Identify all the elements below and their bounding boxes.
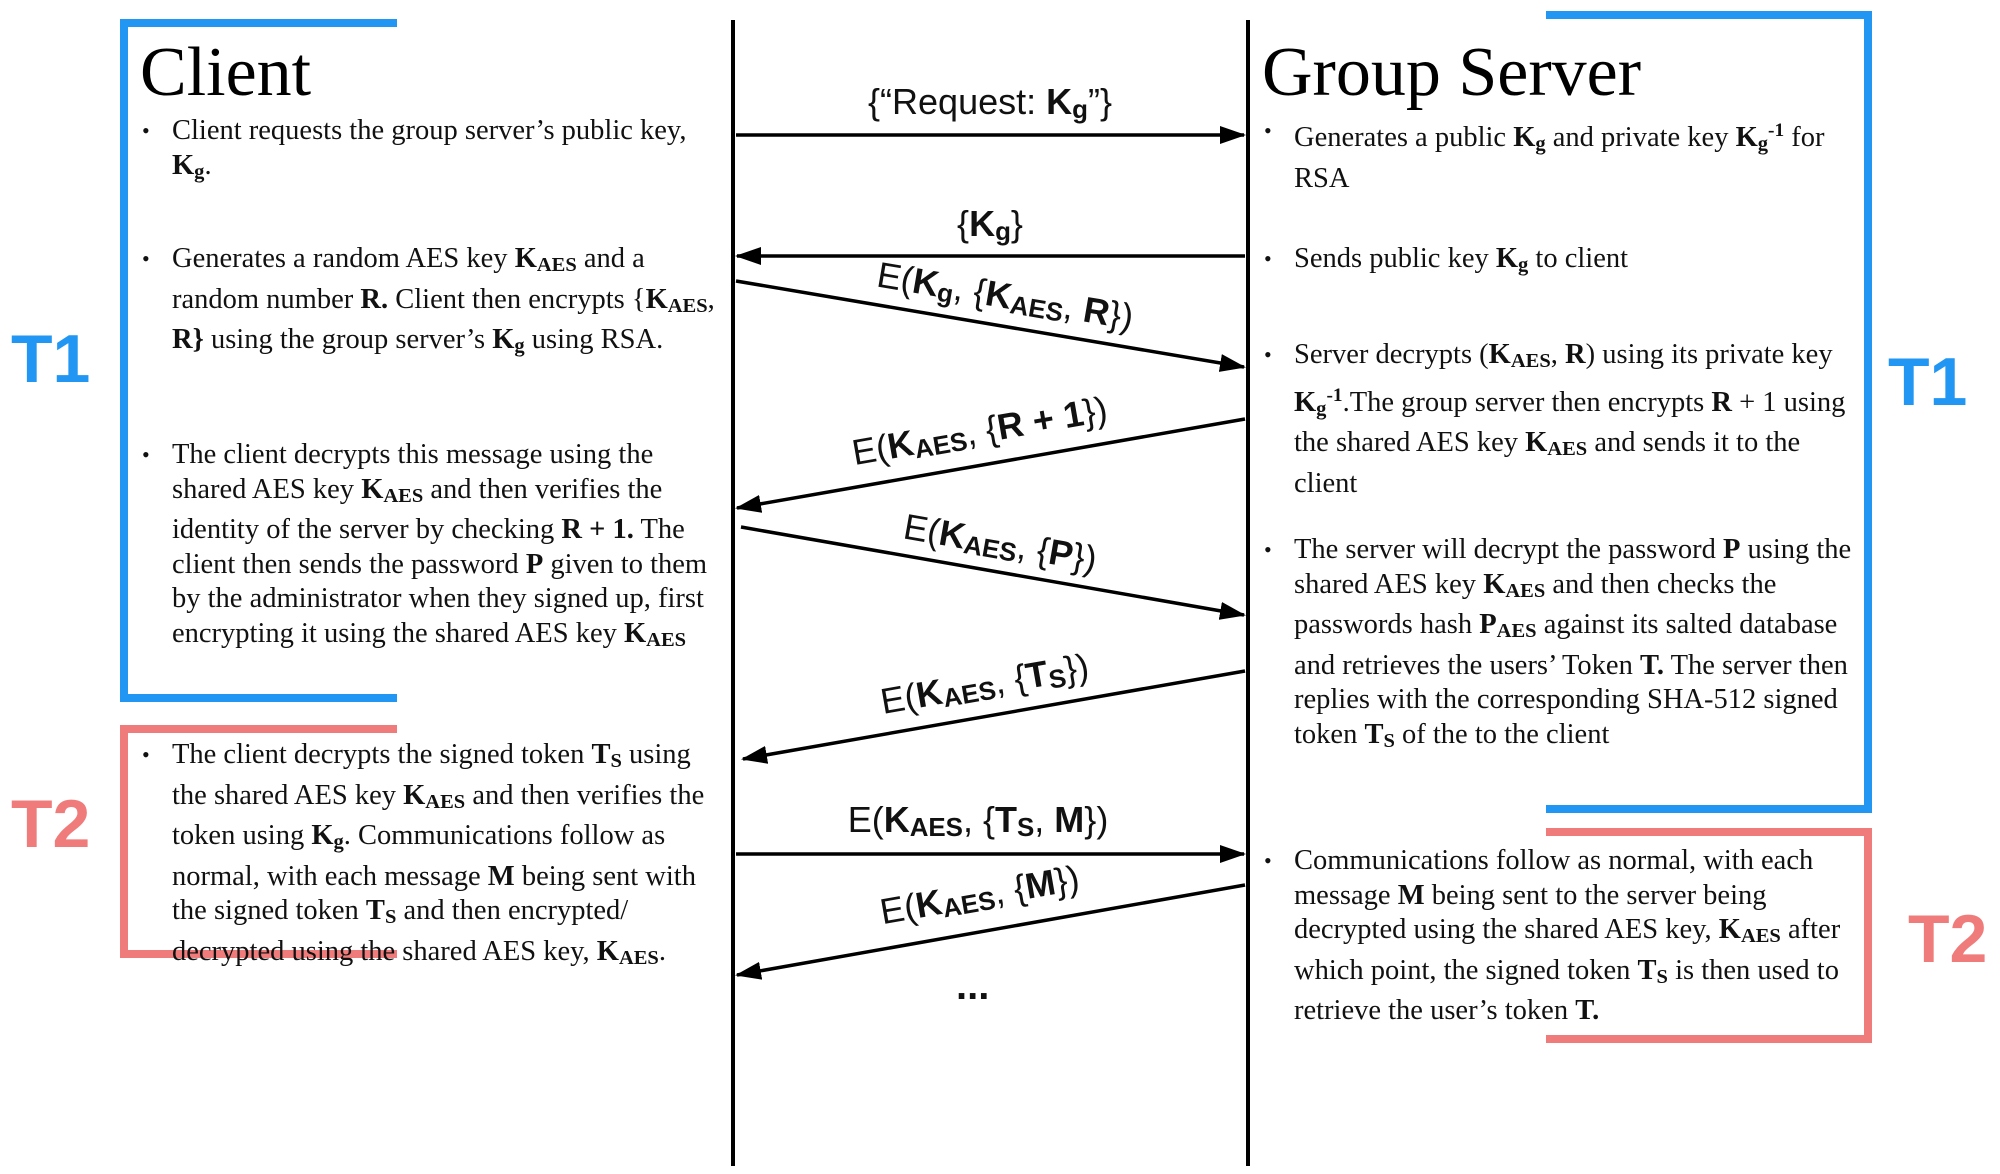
client-step: The client decrypts the signed token TS … — [140, 738, 732, 975]
t2-server-bracket — [1546, 828, 1872, 1043]
t1-right-tag: T1 — [1888, 344, 1968, 420]
server-step: Generates a public Kg and private key Kg… — [1262, 114, 1862, 196]
server-step: Communications follow as normal, with ea… — [1262, 844, 1862, 1029]
message-arrow-to-client — [741, 669, 1246, 764]
message-arrow-to-server — [735, 279, 1246, 372]
t1-client-bracket — [120, 19, 397, 702]
server-step: Sends public key Kg to client — [1262, 242, 1862, 283]
continuation-ellipsis: ... — [956, 964, 990, 1008]
message-arrows — [735, 126, 1246, 980]
client-step: The client decrypts this message using t… — [140, 438, 732, 657]
client-step: Generates a random AES key KAES and a ra… — [140, 242, 732, 364]
t1-left-tag: T1 — [11, 321, 91, 397]
message-arrow-to-server — [740, 525, 1246, 620]
t2-right-tag: T2 — [1908, 901, 1988, 977]
server-step: Server decrypts (KAES, R) using its priv… — [1262, 338, 1862, 501]
server-step: The server will decrypt the password P u… — [1262, 533, 1862, 758]
message-label: {Kg} — [957, 203, 1023, 247]
message-label: {“Request: Kg”} — [868, 81, 1112, 125]
message-arrow-to-client — [735, 883, 1246, 980]
message-arrow-to-client — [735, 417, 1246, 513]
client-step: Client requests the group server’s publi… — [140, 114, 732, 189]
t1-server-bracket — [1546, 11, 1872, 813]
message-label: E(KAES, {TS, M}) — [847, 799, 1109, 843]
t2-left-tag: T2 — [11, 786, 91, 862]
client-title: Client — [140, 34, 312, 111]
server-title: Group Server — [1262, 34, 1642, 111]
